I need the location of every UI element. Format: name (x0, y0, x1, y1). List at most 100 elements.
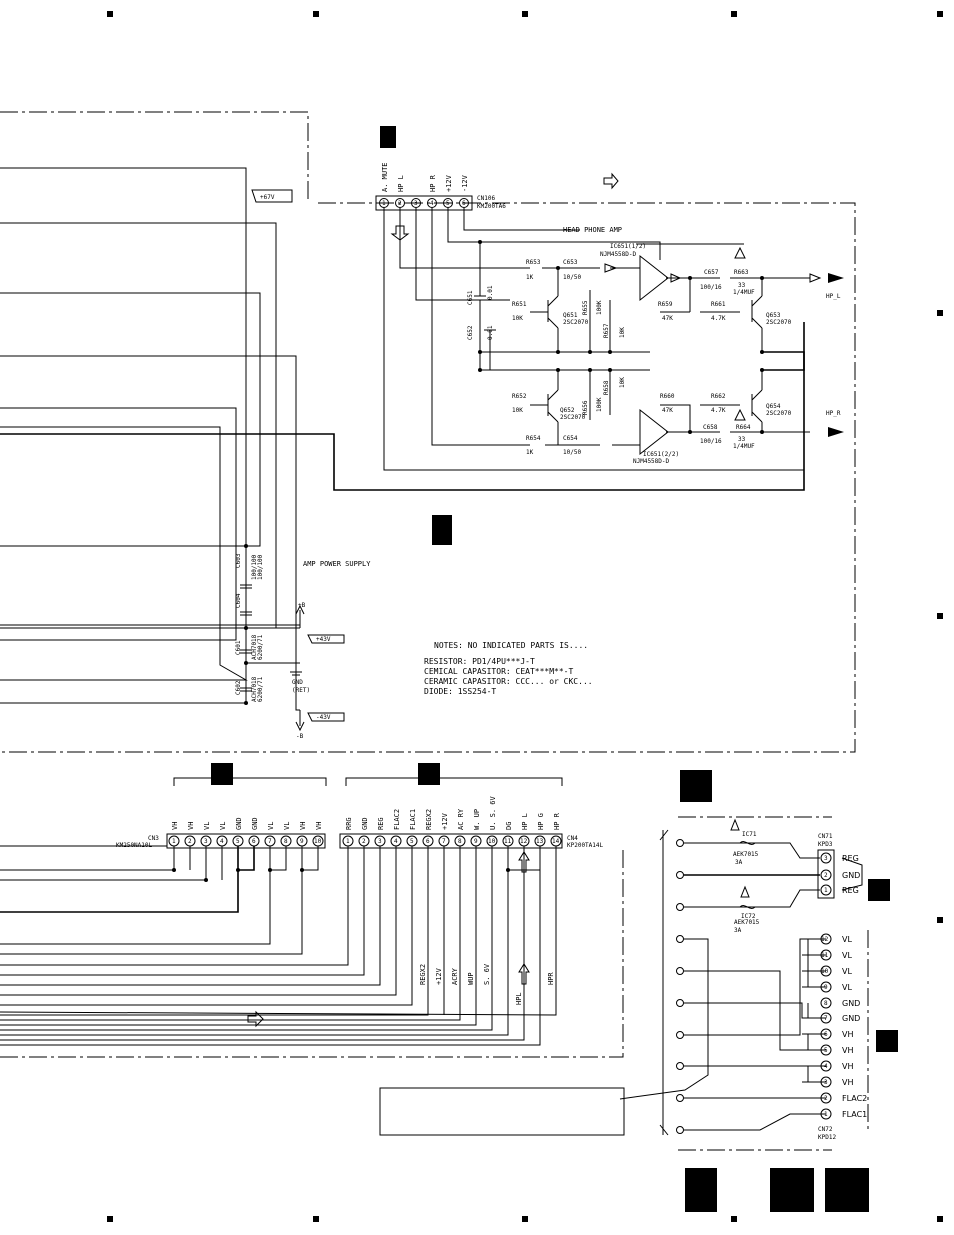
cn4-pin-label: GND (361, 817, 369, 830)
q652-label: Q652 (560, 407, 575, 414)
text-layer: A. MUTE HP L HP R +12V -12V 1 2 3 4 5 6 … (116, 162, 867, 1141)
fuse1-rating: 3A (735, 859, 743, 866)
cn72-pin-label: VL (842, 983, 852, 992)
cn3-pin-label: VL (283, 822, 291, 830)
r664-rating: 1/4MUF (733, 443, 755, 450)
r662-value: 4.7K (711, 407, 726, 414)
cn106-pin-label: HP R (429, 174, 437, 192)
cn72-pin-label: VH (842, 1062, 854, 1071)
fuse1-ref: IC71 (742, 831, 757, 838)
cn106-ref: CN106 (477, 195, 495, 202)
cn72-pin-label: FLAC1 (842, 1110, 867, 1119)
cn72-pin-number: 11 (821, 952, 829, 959)
r658-value: 10K (619, 377, 626, 388)
ic651b-ref: IC651(2/2) (643, 451, 679, 458)
q653-label: Q653 (766, 312, 781, 319)
q654-label: Q654 (766, 403, 781, 410)
cn71-pin-number: 2 (824, 872, 828, 879)
cn72-ref: CN72 (818, 1126, 833, 1133)
cn4-pin-label: HP G (537, 813, 545, 830)
c604-label: C604 (235, 593, 242, 608)
cn71-pin-label: REG (842, 886, 859, 895)
r663-rating: 1/4MUF (733, 289, 755, 296)
c603-label: C603 (235, 553, 242, 568)
cn3-ref: CN3 (148, 835, 159, 842)
cn4-part: KP200TA14L (567, 842, 604, 849)
plus67-label: +67V (260, 194, 275, 201)
r658-label: R658 (603, 380, 610, 395)
r652-value: 10K (512, 407, 523, 414)
notes-line: CERAMIC CAPASITOR: CCC... or CKC... (424, 677, 593, 686)
cn3-pin-number: 3 (204, 838, 208, 845)
c652-label: C652 (467, 325, 474, 340)
cn4-pin-label: REG (377, 817, 385, 830)
r662-label: R662 (711, 393, 726, 400)
cn4-pin-label: HP L (521, 813, 529, 830)
plus-b-label: +B (298, 602, 306, 609)
cn106-connector (375, 195, 473, 211)
cn72-pin-label: FLAC2 (842, 1094, 867, 1103)
r660-value: 47K (662, 407, 673, 414)
r656-label: R656 (582, 400, 589, 415)
c658-value: 100/16 (700, 438, 722, 445)
wiring-left (0, 167, 805, 711)
cn4-pin-number: 13 (536, 838, 544, 845)
r664-value: 33 (738, 436, 746, 443)
c651-label: C651 (467, 290, 474, 305)
cn72-pin-number: 2 (824, 1095, 828, 1102)
cn3-pin-label: VL (219, 822, 227, 830)
cn4-pin-number: 11 (504, 838, 512, 845)
cn3-pin-number: 5 (236, 838, 240, 845)
cn4-wiring (0, 846, 557, 1046)
r655-value: 100K (596, 300, 603, 315)
cn72-pin-number: 9 (824, 984, 828, 991)
r661-value: 4.7K (711, 315, 726, 322)
supply-caps (240, 544, 252, 705)
cn106-pin-number: 6 (462, 200, 466, 207)
marker-blocks (211, 126, 898, 1212)
cn4-pin-label: DG (505, 822, 513, 830)
gnd-label: GND (292, 679, 303, 686)
cn3-wiring (0, 845, 319, 955)
cn3-pin-number: 8 (284, 838, 288, 845)
cn106-pin-number: 3 (414, 200, 418, 207)
cn3-pin-label: VH (187, 822, 195, 830)
gnd-ret-label: (RET) (292, 687, 310, 694)
q654-part: 2SC2070 (766, 410, 792, 417)
cn71-pin-label: REG (842, 854, 859, 863)
cap-value: ACH7018 (251, 676, 258, 702)
cap-value: 6200/71 (257, 676, 264, 702)
cn4-connector (339, 777, 563, 849)
cn71-part: KPD3 (818, 841, 833, 848)
cn72-pin-number: 3 (824, 1079, 828, 1086)
hp-amp-wiring (383, 172, 844, 471)
cn4-pin-number: 7 (442, 838, 446, 845)
q651-label: Q651 (563, 312, 578, 319)
r656-value: 100K (596, 397, 603, 412)
r651-label: R651 (512, 301, 527, 308)
c654-value: 10/50 (563, 449, 581, 456)
c657-value: 100/16 (700, 284, 722, 291)
cap-value: 100/100 (251, 554, 258, 580)
cn3-pin-label: GND (235, 817, 243, 830)
cn106-pin-label: +12V (445, 174, 453, 192)
cn72-pin-number: 4 (824, 1063, 828, 1070)
cn4-pin-number: 4 (394, 838, 398, 845)
cn4-net-label: WUP (467, 972, 475, 985)
cap-value: ACH7018 (251, 634, 258, 660)
r653-label: R653 (526, 259, 541, 266)
r659-value: 47K (662, 315, 673, 322)
cn72-pin-label: VL (842, 935, 852, 944)
cn106-pin-number: 1 (382, 200, 386, 207)
cn72-pin-number: 5 (824, 1047, 828, 1054)
c653-label: C653 (563, 259, 578, 266)
cn72-pin-label: VH (842, 1046, 854, 1055)
registration-marks (107, 11, 943, 1222)
cn3-pin-number: 1 (172, 838, 176, 845)
cn72-pin-number: 6 (824, 1031, 828, 1038)
cn4-net-label: REGX2 (419, 964, 427, 985)
cn3-pin-number: 4 (220, 838, 224, 845)
cn4-pin-label: U. S. 6V (489, 795, 497, 830)
cap-value: 6200/71 (257, 634, 264, 660)
